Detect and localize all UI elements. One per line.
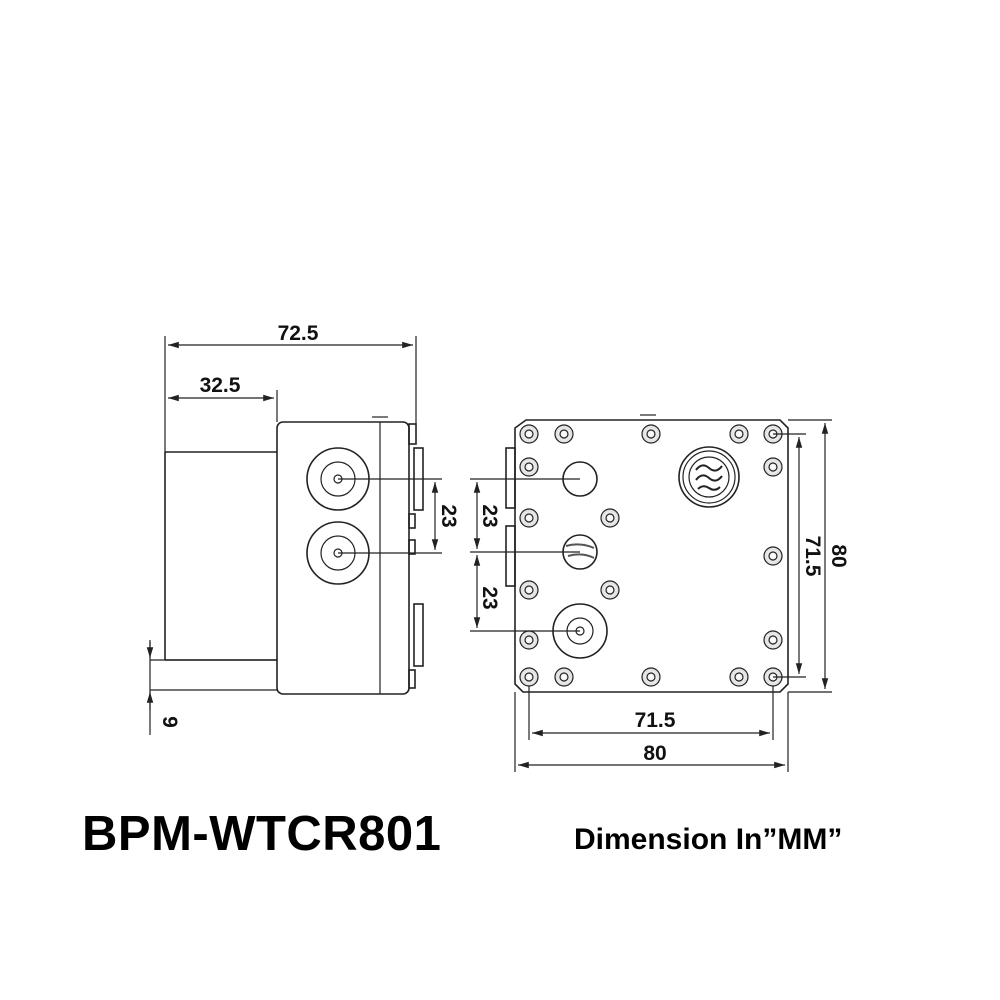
dim-label-hole-spacing-vertical: 71.5 <box>801 536 824 577</box>
dim-hole-spacing-vertical: 71.5 <box>773 433 824 678</box>
units-note: Dimension In”MM” <box>574 823 843 856</box>
dim-port-spacing-top-lower: 23 <box>470 555 580 632</box>
dim-label-overall-width-top: 80 <box>643 742 666 765</box>
dim-label-body-offset: 32.5 <box>200 374 241 397</box>
dim-overall-width-side: 72.5 <box>164 322 417 452</box>
dim-label-port-spacing-top-lower: 23 <box>478 586 501 609</box>
top-view-fitting-lower <box>505 525 516 587</box>
dim-label-hole-spacing-horizontal: 71.5 <box>635 709 676 732</box>
side-view: 72.5 32.5 23 9 <box>146 322 460 735</box>
dim-base-height: 9 <box>146 640 181 735</box>
top-view-body <box>514 419 789 693</box>
top-view: 23 23 71.5 80 71.5 <box>470 414 850 772</box>
side-view-body <box>276 416 424 695</box>
top-view-mounting-screws <box>519 424 783 687</box>
model-number: BPM-WTCR801 <box>82 807 442 861</box>
top-view-logo-badge <box>678 446 740 508</box>
dim-label-overall-height-top: 80 <box>827 544 850 567</box>
dim-overall-width-top: 80 <box>514 692 789 772</box>
side-view-rear-plate <box>150 451 277 691</box>
dim-label-base-height: 9 <box>158 716 181 728</box>
dim-port-spacing-top-upper: 23 <box>470 478 580 553</box>
dim-overall-height-top: 80 <box>788 419 850 693</box>
top-view-fitting-upper <box>505 447 516 509</box>
dim-port-spacing-side: 23 <box>338 478 460 554</box>
dim-label-port-spacing-top-upper: 23 <box>478 504 501 527</box>
dim-label-port-spacing-side: 23 <box>437 504 460 527</box>
dim-hole-spacing-horizontal: 71.5 <box>528 686 774 740</box>
dim-body-offset: 32.5 <box>168 374 278 422</box>
dim-label-overall-width-side: 72.5 <box>278 322 319 345</box>
